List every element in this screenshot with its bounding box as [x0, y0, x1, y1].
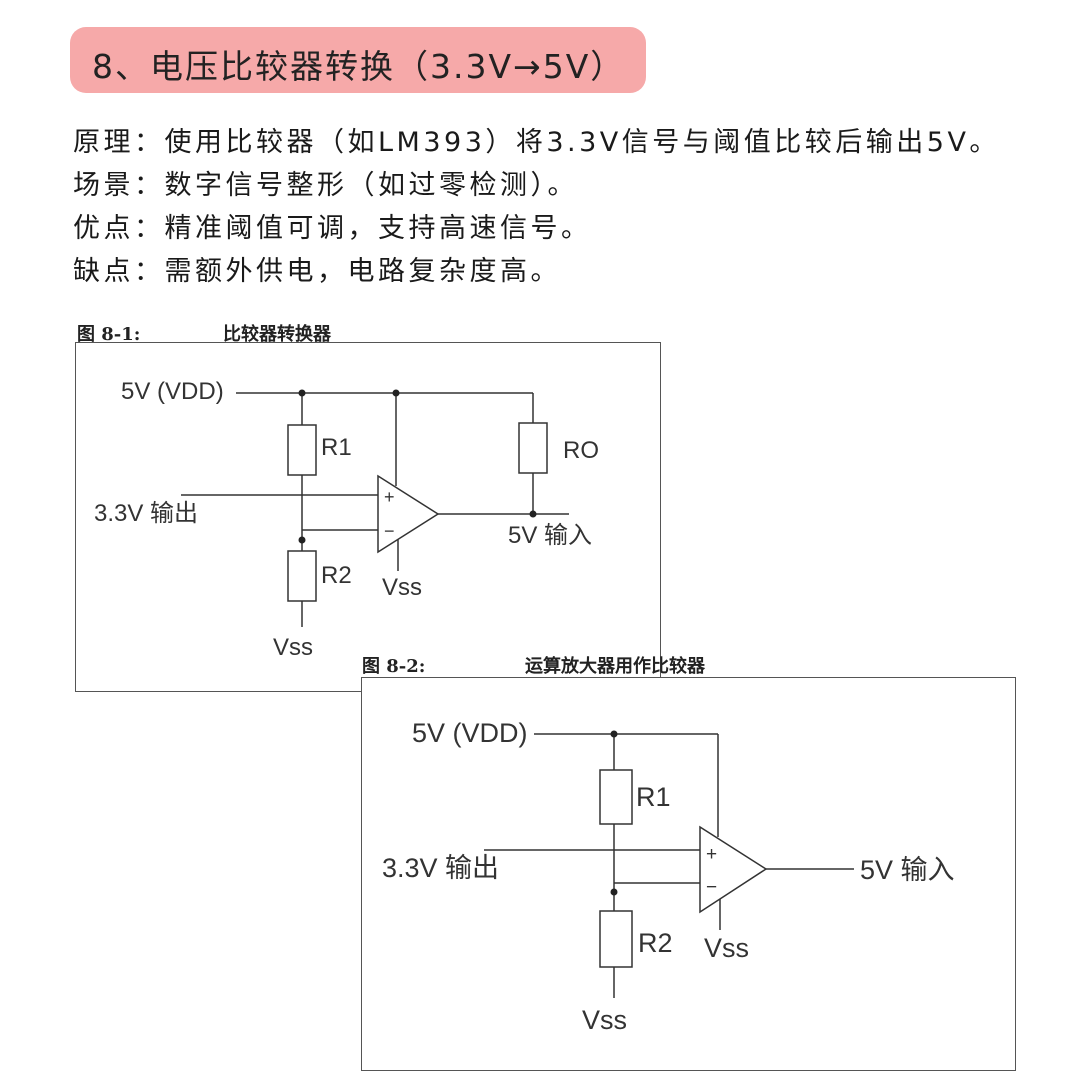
- description-lines: 原理：使用比较器（如LM393）将3.3V信号与阈值比较后输出5V。 场景：数字…: [73, 121, 1000, 293]
- page-title: 8、电压比较器转换（3.3V→5V）: [92, 47, 626, 86]
- fig2-minus-sign: −: [706, 877, 717, 898]
- fig1-vdd-label: 5V (VDD): [121, 378, 224, 405]
- fig1-r1-label: R1: [321, 434, 352, 461]
- fig1-title: 比较器转换器: [223, 324, 331, 345]
- principle-line: 原理：使用比较器（如LM393）将3.3V信号与阈值比较后输出5V。: [73, 127, 1000, 158]
- fig1-vss-opamp-label: Vss: [382, 574, 422, 601]
- fig2-plus-sign: +: [706, 844, 717, 865]
- fig1-output-label: 5V 输入: [508, 522, 592, 549]
- fig1-schematic: 5V (VDD) R1 R2 RO 3.3V 输出 5V 输入 + − Vss …: [94, 378, 599, 661]
- fig1-input-label: 3.3V 输出: [94, 500, 198, 527]
- fig1-plus-sign: +: [384, 487, 395, 507]
- fig2-input-label: 3.3V 输出: [382, 853, 499, 883]
- title-banner: 8、电压比较器转换（3.3V→5V）: [70, 27, 646, 93]
- fig2-diagram: 5V (VDD) R1 R2 3.3V 输出 5V 输入 + − Vss Vss: [361, 677, 1016, 1071]
- fig2-schematic: 5V (VDD) R1 R2 3.3V 输出 5V 输入 + − Vss Vss: [382, 718, 955, 1035]
- fig1-ro-label: RO: [563, 437, 599, 464]
- fig2-label: 图 8-2:: [362, 652, 432, 678]
- fig2-vss-opamp-label: Vss: [704, 933, 749, 963]
- fig2-r1-label: R1: [636, 782, 671, 812]
- pros-line: 优点：精准阈值可调，支持高速信号。: [73, 213, 592, 244]
- fig1-r2-label: R2: [321, 562, 352, 589]
- fig1-minus-sign: −: [384, 521, 395, 541]
- fig1-label: 图 8-1:: [77, 324, 141, 345]
- fig2-vdd-label: 5V (VDD): [412, 718, 528, 748]
- fig2-r2-label: R2: [638, 928, 673, 958]
- fig2-output-label: 5V 输入: [860, 855, 955, 885]
- fig1-vss-bottom-label: Vss: [273, 634, 313, 661]
- fig1-diagram: 5V (VDD) R1 R2 RO 3.3V 输出 5V 输入 + − Vss …: [75, 342, 661, 692]
- cons-line: 缺点：需额外供电，电路复杂度高。: [73, 256, 561, 287]
- fig2-title: 运算放大器用作比较器: [525, 656, 705, 677]
- scenario-line: 场景：数字信号整形（如过零检测）。: [73, 170, 578, 201]
- fig2-vss-bottom-label: Vss: [582, 1005, 627, 1035]
